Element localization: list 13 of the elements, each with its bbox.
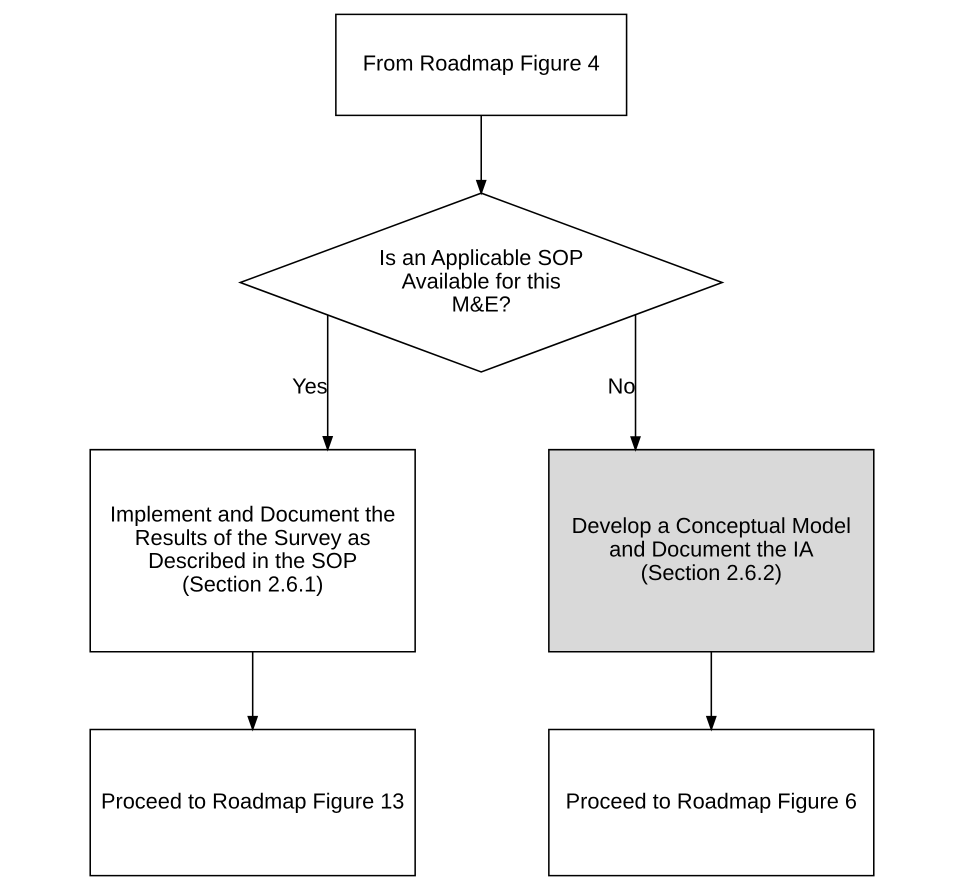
node-box: Implement and Document the Results of the Survey as Described in the SOP (Section 2.6.1) [88, 448, 416, 653]
arrow [475, 116, 486, 196]
arrow [322, 315, 333, 452]
arrow [630, 314, 640, 452]
node-box: From Roadmap Figure 4 [334, 14, 627, 116]
edge-label: Yes [292, 374, 328, 399]
edge-label: No [607, 373, 635, 398]
node-box: Proceed to Roadmap Figure 6 [548, 728, 874, 876]
arrow [705, 652, 716, 732]
node-diamond: Is an Applicable SOP Available for this M&E? [238, 192, 724, 373]
node-box: Develop a Conceptual Model and Document the IA (Section 2.6.2) [548, 448, 874, 653]
arrow [246, 652, 258, 732]
node-box: Proceed to Roadmap Figure 13 [88, 728, 416, 876]
